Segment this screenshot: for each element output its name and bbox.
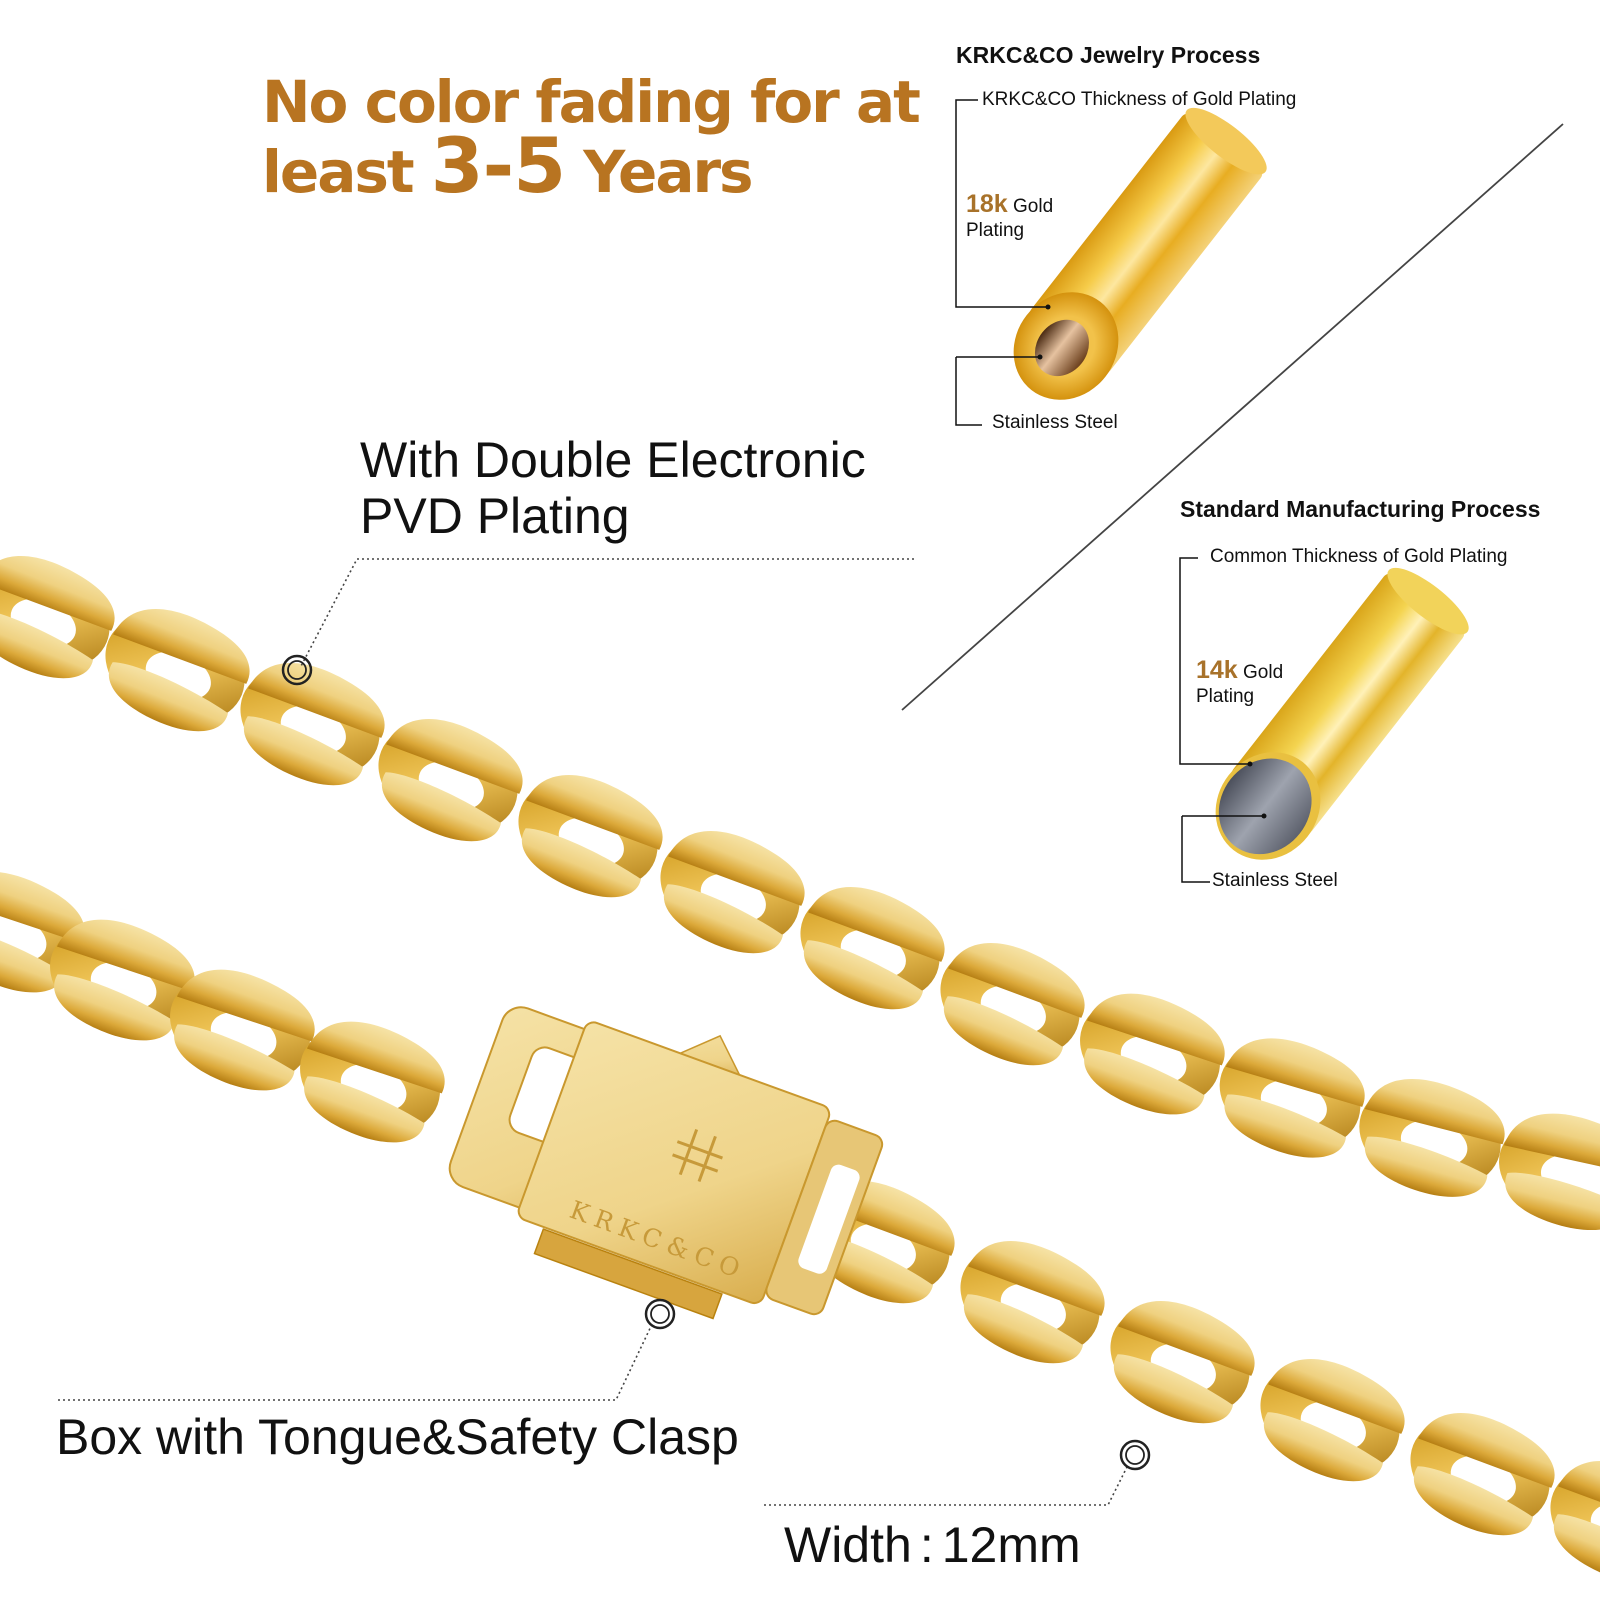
standard-core-label: Stainless Steel [1212,870,1338,891]
krkc-thickness-label: KRKC&CO Thickness of Gold Plating [982,89,1297,110]
standard-bracket-lines [1179,557,1264,883]
headline-years-emphasis: 3-5 [430,121,566,210]
krkc-core-label: Stainless Steel [992,412,1118,433]
headline: No color fading for at least 3-5 Years [262,68,921,210]
box-clasp [448,1006,884,1320]
lower-chain-left [0,855,457,1158]
diagonal-separator [901,123,1564,711]
headline-line1: No color fading for at [262,68,921,136]
pvd-plating-feature: With Double Electronic PVD Plating [360,432,866,544]
standard-process-title: Standard Manufacturing Process [1180,496,1541,522]
clasp-feature: Box with Tongue&Safety Clasp [56,1409,739,1465]
krkc-karat-value: 18k [966,190,1008,218]
standard-thickness-label: Common Thickness of Gold Plating [1210,546,1508,567]
clasp-callout-line [58,1298,676,1401]
standard-cylinder [1215,567,1469,860]
standard-karat-value: 14k [1196,656,1238,684]
pvd-callout-line [281,558,914,686]
krkc-karat-label: 18k Gold Plating [966,190,1054,242]
krkc-cylinder [1013,107,1267,400]
width-value: 12mm [941,1517,1081,1573]
width-callout-line [764,1439,1151,1506]
standard-karat-label: 14k Gold Plating [1196,656,1284,708]
krkc-process-title: KRKC&CO Jewelry Process [956,42,1261,68]
width-feature: Width:12mm [784,1517,1081,1573]
headline-line2: least 3-5 Years [262,121,754,210]
krkc-bracket-lines [955,99,1048,426]
